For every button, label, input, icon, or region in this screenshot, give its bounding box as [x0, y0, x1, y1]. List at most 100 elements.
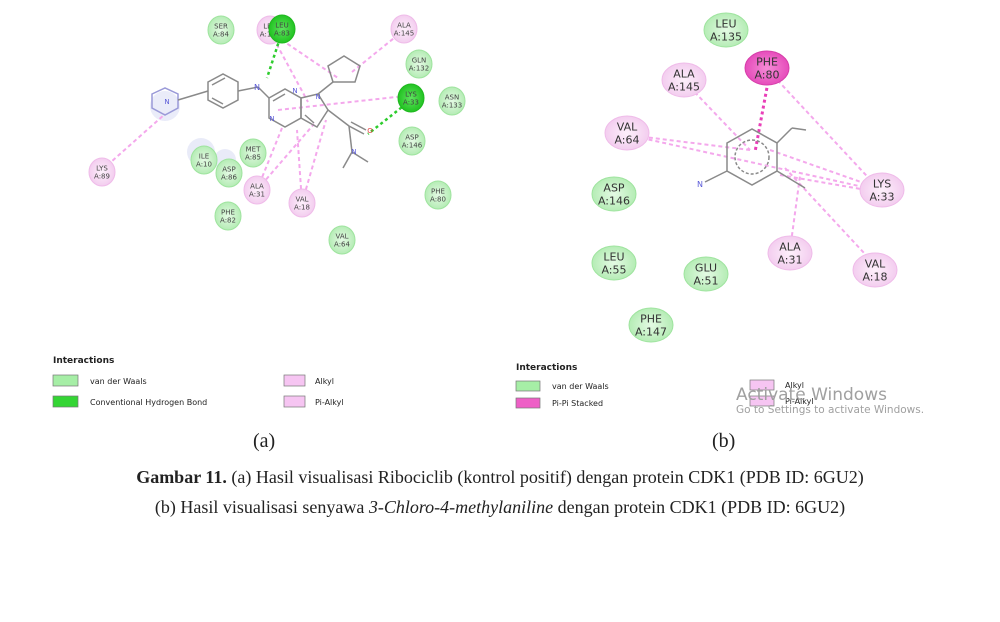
residue-id: A:132: [409, 64, 429, 72]
panel-b-alkyl-lines: [627, 69, 879, 269]
residue-disc: [239, 138, 267, 168]
residue-disc: [744, 50, 790, 86]
svg-text:O: O: [367, 127, 373, 135]
residue-id: A:82: [220, 216, 236, 224]
legend-swatch-alkyl: [283, 374, 306, 387]
legend-label-pi-alkyl: Pi-Alkyl: [315, 398, 344, 407]
caption-text-a: (a) Hasil visualisasi Ribociclib (kontro…: [226, 467, 864, 487]
residue-id: A:146: [598, 194, 630, 207]
activate-windows-watermark: Activate Windows: [736, 385, 887, 405]
legend-label-vdw: van der Waals: [90, 377, 147, 386]
residue-name: SER: [214, 22, 228, 30]
residue-id: A:31: [249, 190, 265, 198]
legend-swatch-hbond: [52, 395, 79, 408]
residue-id: A:64: [614, 133, 639, 146]
residue-name: GLU: [695, 261, 717, 274]
residue-name: VAL: [617, 120, 638, 133]
residue-name: ALA: [779, 240, 801, 253]
residue-name: PHE: [431, 187, 445, 195]
legend-label-pi-stacked: Pi-Pi Stacked: [552, 399, 603, 408]
panel-b-pistack-lines: [753, 81, 770, 153]
residue-disc: [328, 225, 356, 255]
residue-disc: [661, 62, 707, 98]
figure-number: Gambar 11.: [136, 467, 227, 487]
residue-id: A:89: [94, 172, 110, 180]
residue-name: LEU: [275, 21, 288, 29]
legend-label-alkyl: Alkyl: [315, 377, 334, 386]
legend-label-hbond: Conventional Hydrogen Bond: [90, 398, 207, 407]
residue-name: VAL: [335, 232, 348, 240]
residue-name: VAL: [295, 195, 308, 203]
residue-disc: [88, 157, 116, 187]
residue-name: ASP: [603, 181, 625, 194]
residue-disc: [288, 188, 316, 218]
residue-disc: [397, 83, 425, 113]
svg-text:N: N: [292, 87, 297, 95]
aniline-nitrogen-label: N: [697, 180, 703, 189]
residue-disc: [767, 235, 813, 271]
legend-title: Interactions: [53, 356, 114, 366]
residue-id: A:18: [294, 203, 310, 211]
residue-name: LYS: [405, 90, 417, 98]
panel-b-label: (b): [712, 430, 736, 452]
residue-id: A:147: [635, 325, 667, 338]
residue-id: A:135: [710, 30, 742, 43]
svg-text:N: N: [351, 148, 356, 156]
chloro-methylaniline-molecule: [704, 127, 807, 189]
legend-label-alkyl: Alkyl: [785, 381, 804, 390]
legend-label-vdw: van der Waals: [552, 382, 609, 391]
residue-id: A:33: [403, 98, 419, 106]
panel-b-legend: Interactions van der Waals Pi-Pi Stacked…: [515, 363, 814, 409]
residue-disc: [604, 115, 650, 151]
residue-disc: [591, 245, 637, 281]
compound-name: 3-Chloro-4-methylaniline: [368, 497, 554, 517]
residue-name: PHE: [640, 312, 662, 325]
residue-name: ILE: [199, 152, 209, 160]
residue-id: A:84: [213, 30, 229, 38]
residue-disc: [207, 15, 235, 45]
legend-swatch-pi-stacked: [515, 397, 541, 409]
residue-disc: [215, 158, 243, 188]
residue-id: A:55: [601, 263, 626, 276]
residue-id: A:145: [394, 29, 414, 37]
residue-disc: [859, 172, 905, 208]
residue-id: A:85: [245, 153, 261, 161]
residue-disc: [268, 14, 296, 44]
residue-name: MET: [246, 145, 261, 153]
ribociclib-molecule: [151, 55, 369, 169]
panel-b-residues: LEUA:135PHEA:80ALAA:145VALA:64LYSA:33ASP…: [591, 12, 905, 343]
residue-id: A:80: [754, 68, 779, 81]
legend-swatch-alkyl: [749, 379, 775, 391]
residue-disc: [424, 180, 452, 210]
amine-nitrogen-label: N: [254, 83, 260, 92]
residue-name: ALA: [673, 67, 695, 80]
panel-b-diagram: N LEUA:135PHEA:80ALAA:145VALA:64LYSA:33A…: [591, 12, 905, 343]
residue-name: ALA: [397, 21, 411, 29]
panel-a-alkyl-lines: [101, 29, 406, 204]
panel-a-diagram: N N N N N N O SERA:84LEUA:135LEUA:83ALAA…: [88, 14, 466, 255]
residue-disc: [405, 49, 433, 79]
residue-name: ASP: [222, 165, 235, 173]
residue-disc: [683, 256, 729, 292]
residue-id: A:146: [402, 141, 423, 149]
figure-caption-line-2: (b) Hasil visualisasi senyawa 3-Chloro-4…: [0, 497, 1000, 518]
legend-swatch-vdw: [515, 380, 541, 392]
residue-disc: [398, 126, 426, 156]
residue-disc: [628, 307, 674, 343]
residue-name: ASP: [405, 133, 418, 141]
residue-id: A:83: [274, 29, 290, 37]
residue-disc: [852, 252, 898, 288]
svg-text:N: N: [315, 93, 320, 101]
residue-name: LYS: [96, 164, 108, 172]
legend-swatch-vdw: [52, 374, 79, 387]
residue-name: LEU: [715, 17, 736, 30]
residue-name: ASN: [445, 93, 459, 101]
residue-name: PHE: [221, 208, 235, 216]
svg-text:N: N: [164, 98, 169, 106]
residue-id: A:31: [777, 253, 802, 266]
residue-id: A:86: [221, 173, 237, 181]
residue-name: ALA: [250, 182, 264, 190]
residue-id: A:51: [693, 274, 718, 287]
residue-disc: [438, 86, 466, 116]
